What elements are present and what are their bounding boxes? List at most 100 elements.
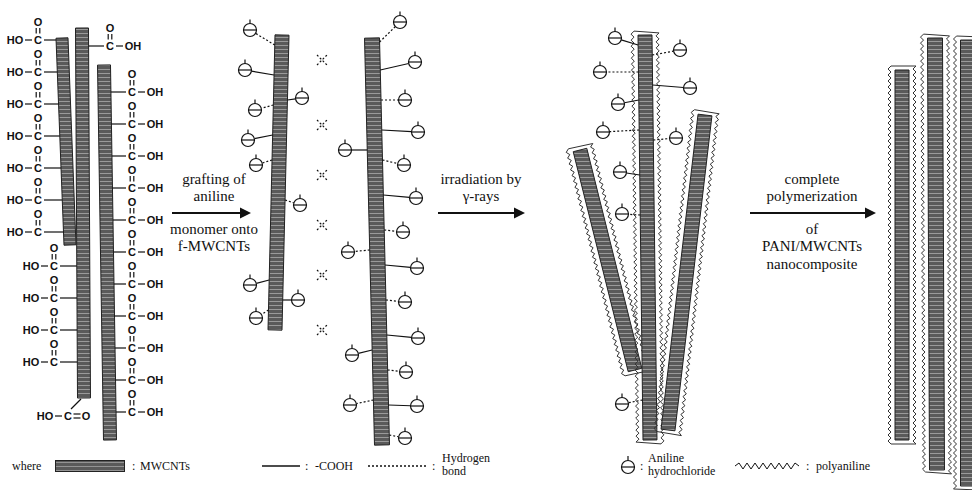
atom-label: C xyxy=(128,119,136,130)
aniline-hydrochloride-symbol xyxy=(242,134,255,147)
aniline-symbol-bar xyxy=(609,37,622,38)
atom-label: HO xyxy=(7,131,24,142)
atom-label: OH xyxy=(147,183,164,194)
aniline-hydrochloride-symbol xyxy=(294,199,307,212)
reaction-arrow xyxy=(750,212,865,214)
atom-label: OH xyxy=(147,215,164,226)
atom-label: C xyxy=(128,407,136,418)
single-bond xyxy=(55,415,62,416)
cooh-bond xyxy=(116,411,126,412)
hydrogen-bond-cross xyxy=(317,55,327,65)
legend-colon: : xyxy=(305,460,308,473)
cooh-bond xyxy=(71,399,81,409)
cooh-bond xyxy=(60,361,77,362)
aniline-symbol-stem xyxy=(301,88,302,92)
single-bond xyxy=(25,135,32,136)
cooh-bond xyxy=(113,251,126,252)
aniline-hydrochloride-symbol xyxy=(410,192,423,205)
double-bond xyxy=(130,80,131,86)
aniline-symbol-stem xyxy=(414,52,415,56)
hydrogen-bond-line xyxy=(389,435,398,437)
aniline-symbol-stem xyxy=(417,328,418,332)
double-bond xyxy=(133,400,134,406)
aniline-symbol-bar xyxy=(614,171,627,172)
atom-label: OH xyxy=(147,407,164,418)
atom-label: O xyxy=(128,197,137,208)
double-bond xyxy=(55,318,56,324)
hydrogen-bond-line xyxy=(380,27,396,42)
polyaniline-coating xyxy=(921,34,952,474)
aniline-symbol-stem xyxy=(614,28,615,32)
cooh-bond xyxy=(44,167,61,168)
aniline-hydrochloride-symbol xyxy=(670,132,683,145)
aniline-hydrochloride-symbol xyxy=(250,159,263,172)
aniline-hydrochloride-symbol xyxy=(597,126,610,139)
aniline-hydrochloride-symbol xyxy=(594,66,607,79)
double-bond xyxy=(36,156,37,162)
atom-label: O xyxy=(34,49,43,60)
aniline-hydrochloride-symbol xyxy=(399,432,412,445)
legend-text: MWCNTs xyxy=(140,460,190,473)
atom-label: OH xyxy=(147,311,164,322)
double-bond xyxy=(55,350,56,356)
atom-label: O xyxy=(128,69,137,80)
aniline-symbol-bar xyxy=(250,164,263,165)
polyaniline-coating xyxy=(654,110,719,436)
aniline-symbol-bar xyxy=(411,405,424,406)
hydrogen-bond-cross xyxy=(317,170,327,180)
double-bond xyxy=(36,124,37,130)
atom-label: C xyxy=(128,183,136,194)
arrow-label: of PANI/MWCNTs nanocomposite xyxy=(758,221,866,273)
legend-text: -COOH xyxy=(315,460,353,473)
atom-label: OH xyxy=(125,41,142,52)
aniline-hydrochloride-symbol xyxy=(674,44,687,57)
atom-label: C xyxy=(106,41,114,52)
hydrogen-bond-line xyxy=(262,160,272,163)
aniline-symbol-bar xyxy=(409,61,422,62)
double-bond xyxy=(133,336,134,342)
atom-label: C xyxy=(128,215,136,226)
atom-label: C xyxy=(34,99,42,110)
aniline-hydrochloride-symbol xyxy=(244,24,257,37)
aniline-hydrochloride-symbol xyxy=(394,16,407,29)
double-bond xyxy=(130,144,131,150)
single-bond xyxy=(25,231,32,232)
cooh-bond xyxy=(44,231,63,232)
aniline-hydrochloride-symbol xyxy=(292,294,305,307)
reaction-arrow xyxy=(438,212,514,214)
double-bond xyxy=(133,368,134,374)
double-bond xyxy=(130,208,131,214)
double-bond xyxy=(133,80,134,86)
polyaniline-coating xyxy=(954,36,972,490)
cooh-bond xyxy=(112,187,126,188)
single-bond xyxy=(25,167,32,168)
aniline-symbol-bar xyxy=(594,71,607,72)
double-bond xyxy=(130,336,131,342)
aniline-symbol-stem xyxy=(347,242,348,246)
aniline-symbol-stem xyxy=(249,20,250,24)
aniline-symbol-bar xyxy=(398,164,411,165)
polyaniline-coating xyxy=(888,66,916,444)
legend-samples xyxy=(262,456,799,474)
aniline-symbol-stem xyxy=(417,122,418,126)
aniline-hydrochloride-symbol xyxy=(411,262,424,275)
atom-label: C xyxy=(50,261,58,272)
atom-label: O xyxy=(34,81,43,92)
cooh-bond xyxy=(60,297,77,298)
atom-label: O xyxy=(34,145,43,156)
atom-label: C xyxy=(50,293,58,304)
aniline-hydrochloride-symbol xyxy=(244,279,257,292)
cooh-link-line xyxy=(251,71,274,75)
cooh-link-line xyxy=(287,99,295,100)
hydrogen-bond-cross xyxy=(317,325,327,335)
aniline-symbol-bar xyxy=(394,21,407,22)
aniline-symbol-bar xyxy=(622,466,635,467)
aniline-symbol-bar xyxy=(244,284,257,285)
aniline-symbol-bar xyxy=(342,251,355,252)
mwcnt-tube xyxy=(928,38,945,470)
aniline-symbol-stem xyxy=(679,40,680,44)
single-bond xyxy=(41,265,48,266)
mwcnt-tube xyxy=(638,35,657,440)
cooh-link-line xyxy=(256,280,269,283)
double-bond xyxy=(133,240,134,246)
